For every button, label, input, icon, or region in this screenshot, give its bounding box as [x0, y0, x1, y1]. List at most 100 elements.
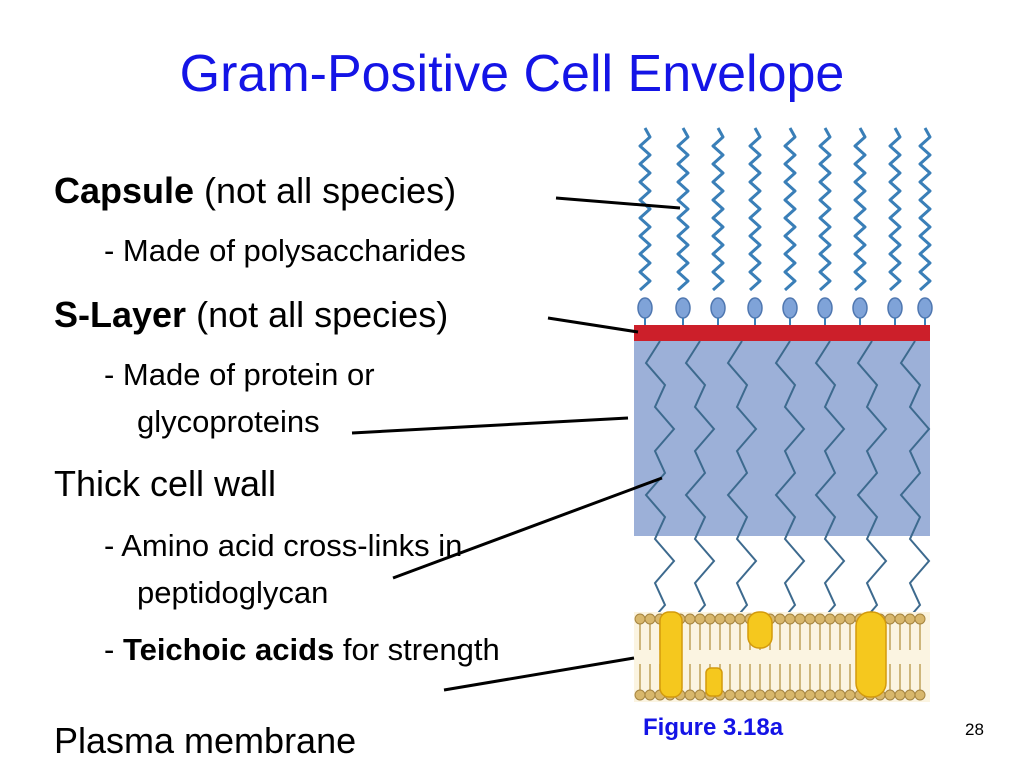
s-layer-leader-line [547, 316, 639, 334]
lipid-head [684, 689, 696, 701]
lipid-head [844, 613, 856, 625]
crosslink-leader-line [392, 476, 663, 580]
lipid-head [894, 689, 906, 701]
s-layer-detail: - Made of protein or [104, 357, 375, 392]
lipid-head [884, 689, 896, 701]
capsule-strand [748, 127, 762, 292]
lipid-head [764, 689, 776, 701]
lipid-head [694, 613, 706, 625]
peptidoglycan-chain [856, 340, 888, 628]
peptidoglycan-chain [684, 340, 716, 628]
capsule-strand [818, 127, 832, 292]
s-layer-band [634, 325, 930, 341]
lipid-head [884, 613, 896, 625]
lipid-head [834, 689, 846, 701]
lipid-head [814, 689, 826, 701]
plasma-membrane-label: Plasma membrane [54, 720, 357, 761]
lipid-head [844, 689, 856, 701]
lipid-head [824, 689, 836, 701]
capsule-anchor [887, 297, 903, 319]
peptidoglycan-chain [814, 340, 846, 628]
lipid-head [814, 613, 826, 625]
peptidoglycan-chain [774, 340, 806, 628]
lipid-head [734, 613, 746, 625]
lipid-head [714, 613, 726, 625]
cell-wall-detail-crosslinks-cont: peptidoglycan [137, 575, 329, 610]
lipid-head [804, 689, 816, 701]
membrane-protein [659, 611, 683, 698]
cell-wall-detail-teichoic: - Teichoic acids for strength [104, 631, 500, 669]
capsule-anchor [817, 297, 833, 319]
lipid-head [684, 613, 696, 625]
capsule-strand [711, 127, 725, 292]
lipid-head [784, 613, 796, 625]
cell-wall-block [634, 341, 930, 536]
capsule-strand [918, 127, 932, 292]
peptidoglycan-chains [644, 340, 931, 628]
lipid-head [724, 689, 736, 701]
capsule-anchor [852, 297, 868, 319]
peptidoglycan-chain [726, 340, 758, 628]
lipid-head [794, 689, 806, 701]
cell-wall-leader-line [351, 416, 629, 435]
membrane-protein [747, 611, 773, 649]
lipid-head [824, 613, 836, 625]
capsule-anchor [917, 297, 933, 319]
capsule-anchor [782, 297, 798, 319]
capsule-anchor [747, 297, 763, 319]
peptidoglycan-chain [899, 340, 931, 628]
membrane-leader-line [443, 656, 635, 692]
membrane-protein [705, 667, 723, 697]
lipid-head [784, 689, 796, 701]
lipid-head [904, 613, 916, 625]
lipid-head [724, 613, 736, 625]
lipid-head [634, 689, 646, 701]
capsule-anchor [710, 297, 726, 319]
slide-title: Gram-Positive Cell Envelope [179, 45, 845, 103]
lipid-head [914, 613, 926, 625]
leader-lines [351, 196, 681, 692]
teichoic-rest: for strength [334, 632, 500, 667]
lipid-head [804, 613, 816, 625]
plasma-membrane-bilayer [634, 611, 930, 702]
teichoic-term: Teichoic acids [122, 632, 335, 667]
capsule-strand [638, 127, 652, 292]
lipid-head [834, 613, 846, 625]
capsule-leader-line [555, 196, 681, 210]
capsule-heading: Capsule (not all species) [54, 170, 456, 212]
lipid-head [704, 613, 716, 625]
lipid-head [774, 689, 786, 701]
cell-wall-detail-crosslinks: - Amino acid cross-links in [104, 528, 463, 563]
capsule-anchor [637, 297, 653, 319]
capsule-strand [853, 127, 867, 292]
lipid-head [774, 613, 786, 625]
capsule-term: Capsule [54, 170, 195, 211]
capsule-strand [676, 127, 690, 292]
lipid-head [644, 613, 656, 625]
teichoic-prefix: - [104, 632, 123, 667]
capsule-detail: - Made of polysaccharides [104, 233, 466, 268]
lipid-head [694, 689, 706, 701]
lipid-head [744, 689, 756, 701]
capsule-note: (not all species) [194, 170, 457, 211]
s-layer-term: S-Layer [54, 294, 187, 335]
s-layer-detail-cont: glycoproteins [137, 404, 320, 439]
lipid-head [644, 689, 656, 701]
lipid-head [734, 689, 746, 701]
s-layer-heading: S-Layer (not all species) [54, 294, 448, 336]
s-layer-note: (not all species) [186, 294, 449, 335]
lipid-head [754, 689, 766, 701]
capsule-layer [637, 127, 933, 326]
lipid-head [634, 613, 646, 625]
membrane-protein [855, 611, 887, 698]
capsule-anchor [675, 297, 691, 319]
lipid-head [904, 689, 916, 701]
lipid-head [794, 613, 806, 625]
lipid-head [914, 689, 926, 701]
capsule-strand [888, 127, 902, 292]
figure-caption: Figure 3.18a [643, 714, 784, 741]
lipid-head [894, 613, 906, 625]
peptidoglycan-chain [644, 340, 676, 628]
page-number: 28 [965, 720, 984, 739]
